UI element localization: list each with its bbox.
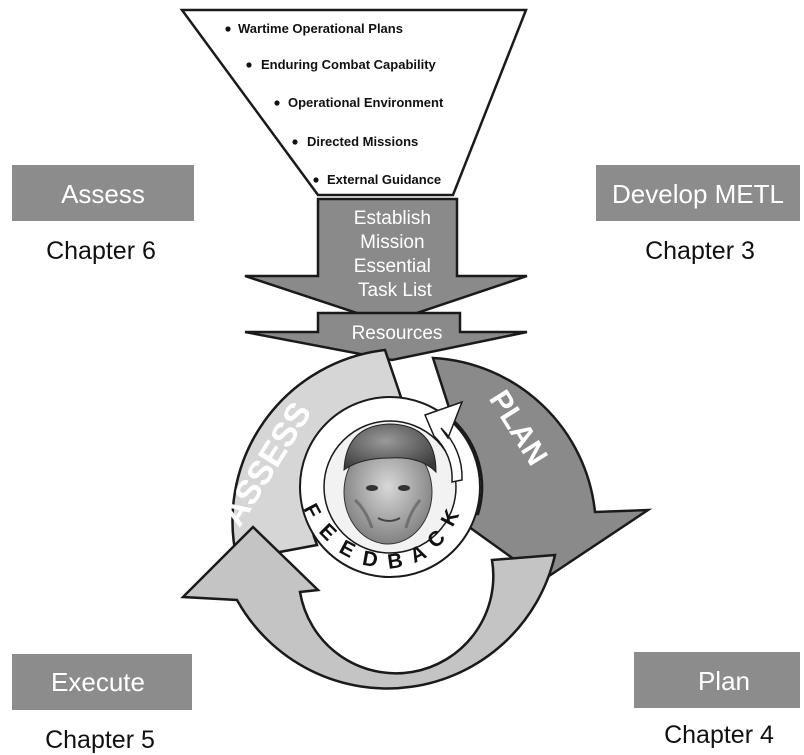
corner-develop: Develop METL Chapter 3 <box>596 165 800 265</box>
feedback-letter: D <box>361 547 380 572</box>
assess-box <box>12 165 194 221</box>
corner-execute: Execute Chapter 5 <box>12 654 192 754</box>
input-funnel: Wartime Operational Plans Enduring Comba… <box>179 8 528 197</box>
plan-box <box>634 652 800 708</box>
funnel-item-text: Wartime Operational Plans <box>238 21 403 36</box>
execute-chapter: Chapter 5 <box>45 726 155 754</box>
execute-segment <box>180 525 557 690</box>
funnel-item-4: Directed Missions <box>292 134 418 149</box>
feedback-arrow-icon <box>423 400 464 483</box>
metl-arrow: Establish Mission Essential Task List <box>244 197 528 325</box>
funnel-item-5: External Guidance <box>313 172 441 187</box>
assess-box-label: Assess <box>61 179 145 209</box>
plan-segment <box>431 356 653 582</box>
feedback-letter: B <box>386 549 404 574</box>
bullet-icon <box>313 177 319 183</box>
metl-line-3: Essential <box>354 256 431 277</box>
execute-box <box>12 654 192 710</box>
funnel-item-1: Wartime Operational Plans <box>225 21 403 36</box>
training-cycle: ASSESS PLAN EXECUTE F E E D B A C K <box>180 348 653 690</box>
plan-chapter: Chapter 4 <box>664 721 774 749</box>
bullet-icon <box>225 26 231 32</box>
metl-line-4: Task List <box>358 280 433 301</box>
develop-box <box>596 165 800 221</box>
execute-box-label: Execute <box>51 667 145 697</box>
funnel-item-3: Operational Environment <box>274 95 444 110</box>
corner-plan: Plan Chapter 4 <box>634 652 800 749</box>
metl-line-2: Mission <box>360 232 424 253</box>
funnel-item-2: Enduring Combat Capability <box>246 57 437 72</box>
develop-chapter: Chapter 3 <box>645 237 755 265</box>
helmet-icon <box>343 423 437 474</box>
bullet-icon <box>292 139 298 145</box>
funnel-item-text: Directed Missions <box>307 134 418 149</box>
resources-arrow: Resources <box>244 311 528 362</box>
funnel-item-text: Operational Environment <box>288 95 444 110</box>
funnel-item-text: External Guidance <box>327 172 441 187</box>
develop-box-label: Develop METL <box>612 179 784 209</box>
corner-assess: Assess Chapter 6 <box>12 165 194 265</box>
bullet-icon <box>274 100 280 106</box>
metl-arrow-label: Establish Mission Essential Task List <box>354 208 436 301</box>
assess-chapter: Chapter 6 <box>46 237 156 265</box>
resources-label: Resources <box>352 323 443 344</box>
soldier-portrait <box>343 423 437 545</box>
cycle-execute-label: EXECUTE <box>339 588 481 621</box>
plan-box-label: Plan <box>698 666 750 696</box>
funnel-item-text: Enduring Combat Capability <box>261 57 437 72</box>
metl-line-1: Establish <box>354 208 431 229</box>
bullet-icon <box>246 62 252 68</box>
